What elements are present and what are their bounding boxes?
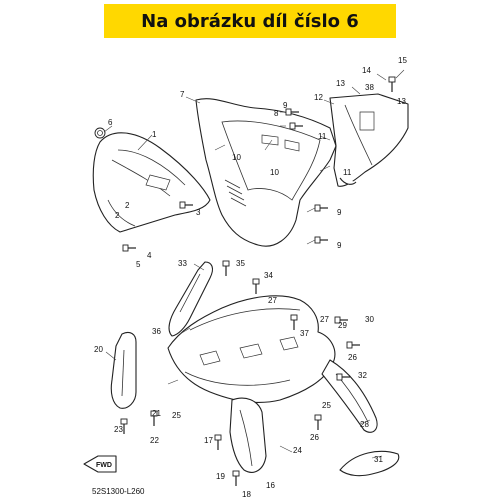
side-cover-part-33 xyxy=(168,261,214,337)
part-label-10b: 10 xyxy=(270,168,279,177)
part-label-2b: 2 xyxy=(115,211,120,220)
part-label-1: 1 xyxy=(152,130,157,139)
leader-lines xyxy=(103,69,405,459)
bolts xyxy=(120,76,396,486)
lower-panel-part-36 xyxy=(167,295,336,403)
part-label-10: 10 xyxy=(232,153,241,162)
part-label-21: 21 xyxy=(152,409,161,418)
clip-part-6 xyxy=(94,127,106,139)
part-label-19: 19 xyxy=(216,472,225,481)
part-label-30: 30 xyxy=(365,315,374,324)
part-label-11: 11 xyxy=(318,132,327,141)
front-cover-part-1 xyxy=(92,132,211,233)
title-banner: Na obrázku díl číslo 6 xyxy=(104,4,396,38)
part-label-27b: 27 xyxy=(320,315,329,324)
part-label-32: 32 xyxy=(358,371,367,380)
part-label-4: 4 xyxy=(147,251,152,260)
trim-part-31 xyxy=(339,450,400,477)
part-label-35: 35 xyxy=(236,259,245,268)
part-label-16: 16 xyxy=(266,481,275,490)
part-labels: 1 2 2 3 4 5 6 7 8 9 9 9 10 10 11 11 12 1… xyxy=(94,56,407,499)
part-label-9c: 9 xyxy=(337,241,342,250)
part-label-26b: 26 xyxy=(310,433,319,442)
part-label-20: 20 xyxy=(94,345,103,354)
title-text: Na obrázku díl číslo 6 xyxy=(141,10,359,32)
part-label-25b: 25 xyxy=(322,401,331,410)
part-label-11b: 11 xyxy=(343,168,352,177)
part-label-9: 9 xyxy=(283,101,288,110)
fwd-arrow-icon: FWD xyxy=(83,455,117,473)
part-label-5: 5 xyxy=(136,260,141,269)
part-label-34: 34 xyxy=(264,271,273,280)
fwd-label: FWD xyxy=(96,462,112,469)
part-label-17: 17 xyxy=(204,436,213,445)
part-label-22: 22 xyxy=(150,436,159,445)
part-label-36: 36 xyxy=(152,327,161,336)
part-label-6: 6 xyxy=(108,118,113,127)
part-label-9b: 9 xyxy=(337,208,342,217)
part-label-7: 7 xyxy=(180,90,185,99)
part-label-29: 29 xyxy=(338,321,347,330)
part-label-31: 31 xyxy=(374,455,383,464)
part-label-18: 18 xyxy=(242,490,251,499)
side-panel-part-12 xyxy=(329,93,409,187)
inner-panel-part-7 xyxy=(195,98,337,247)
part-label-38: 38 xyxy=(365,83,374,92)
part-label-13b: 13 xyxy=(397,97,406,106)
part-label-28: 28 xyxy=(360,420,369,429)
part-label-37: 37 xyxy=(300,329,309,338)
part-label-27: 27 xyxy=(268,296,277,305)
diagram-code: 52S1300-L260 xyxy=(92,487,145,496)
part-label-25: 25 xyxy=(172,411,181,420)
part-label-15: 15 xyxy=(398,56,407,65)
part-label-33: 33 xyxy=(178,259,187,268)
part-label-13: 13 xyxy=(336,79,345,88)
lower-panel-part-24 xyxy=(229,397,267,473)
part-label-24: 24 xyxy=(293,446,302,455)
part-label-26: 26 xyxy=(348,353,357,362)
part-label-3: 3 xyxy=(196,208,201,217)
part-label-8: 8 xyxy=(274,109,279,118)
part-label-2: 2 xyxy=(125,201,130,210)
part-label-23: 23 xyxy=(114,425,123,434)
part-label-12: 12 xyxy=(314,93,323,102)
part-label-14: 14 xyxy=(362,66,371,75)
side-cover-part-20 xyxy=(110,331,137,409)
